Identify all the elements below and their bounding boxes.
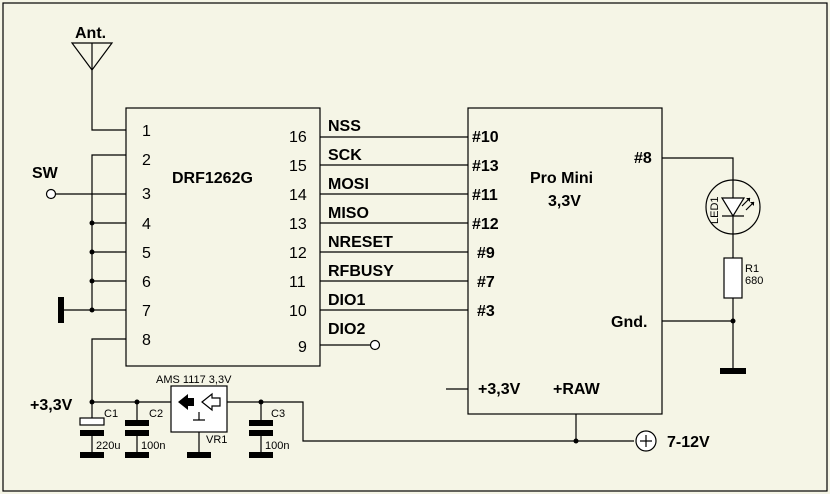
signal-wires <box>320 136 468 351</box>
promini-pin-11: #11 <box>472 187 498 204</box>
promini-pin-raw: +RAW <box>553 381 601 398</box>
signal-rfbusy: RFBUSY <box>328 263 394 280</box>
signal-miso: MISO <box>328 205 369 222</box>
drf-pin-12: 12 <box>289 245 307 262</box>
promini-box <box>467 107 663 415</box>
resistor-r1 <box>723 257 743 299</box>
drf-pin-4: 4 <box>142 216 151 233</box>
drf-pin-1: 1 <box>142 123 151 140</box>
drf-module-name: DRF1262G <box>172 170 253 187</box>
promini-pin-8: #8 <box>634 150 652 167</box>
signal-nss: NSS <box>328 118 361 135</box>
raw-junction <box>573 438 579 444</box>
antenna-symbol <box>70 42 126 131</box>
capacitor-c3-value: 100n <box>265 440 289 452</box>
resistor-ref: R1 <box>745 263 759 275</box>
signal-mosi: MOSI <box>328 176 369 193</box>
capacitor-c2 <box>125 399 149 458</box>
left-ground-bus <box>62 154 126 313</box>
promini-pin-7: #7 <box>477 274 495 291</box>
drf-module-box <box>125 107 321 367</box>
right-ground-symbol <box>720 368 746 374</box>
led-symbol <box>705 178 761 236</box>
signal-sck: SCK <box>328 147 362 164</box>
regulator-label: AMS 1117 3,3V <box>156 374 232 386</box>
drf-pin-13: 13 <box>289 216 307 233</box>
capacitor-c2-value: 100n <box>141 440 165 452</box>
sw-label: SW <box>32 165 59 182</box>
signal-nreset: NRESET <box>328 234 393 251</box>
supply-in-label: 7-12V <box>667 434 710 451</box>
signal-dio2: DIO2 <box>328 321 365 338</box>
promini-pin-3: #3 <box>477 303 495 320</box>
promini-voltage: 3,3V <box>548 193 581 210</box>
antenna-label: Ant. <box>75 25 106 42</box>
signal-dio1: DIO1 <box>328 292 365 309</box>
regulator-vr1 <box>170 385 228 458</box>
drf-pin-15: 15 <box>289 158 307 175</box>
drf-pin-3: 3 <box>142 186 151 203</box>
promini-pin-33v: +3,3V <box>478 381 521 398</box>
promini-pin-10: #10 <box>472 129 499 146</box>
resistor-value: 680 <box>745 275 763 287</box>
led-wire <box>662 157 734 178</box>
promini-pin-12: #12 <box>472 216 499 233</box>
sw-terminal <box>45 188 126 200</box>
drf-pin-7: 7 <box>142 303 151 320</box>
gnd-junction <box>730 318 736 324</box>
promini-pin-13: #13 <box>472 158 499 175</box>
left-ground-symbol <box>58 297 64 323</box>
drf-pin-6: 6 <box>142 274 151 291</box>
promini-pin-gnd: Gnd. <box>611 314 647 331</box>
supply-33v-label: +3,3V <box>30 397 73 414</box>
promini-pin-9: #9 <box>477 245 495 262</box>
regulator-ref: VR1 <box>206 434 227 446</box>
drf-pin-11: 11 <box>289 274 306 291</box>
capacitor-c3-ref: C3 <box>271 408 285 420</box>
capacitor-c2-ref: C2 <box>149 408 163 420</box>
drf-pin-9: 9 <box>298 339 307 356</box>
drf-pin-10: 10 <box>289 303 307 320</box>
supply-in-terminal <box>635 430 657 452</box>
drf-pin-5: 5 <box>142 245 151 262</box>
drf-pin-8: 8 <box>142 332 151 349</box>
pin8-to-supply-wire <box>91 338 126 402</box>
gnd-wire <box>662 298 734 368</box>
drf-pin-2: 2 <box>142 152 151 169</box>
led-ref: LED1 <box>709 196 721 224</box>
capacitor-c1-value: 220u <box>96 440 120 452</box>
capacitor-c1 <box>79 402 105 458</box>
drf-pin-14: 14 <box>289 187 307 204</box>
promini-name: Pro Mini <box>530 170 593 187</box>
regulator-input-wire <box>227 401 634 442</box>
capacitor-c1-ref: C1 <box>104 408 118 420</box>
drf-pin-16: 16 <box>289 129 307 146</box>
capacitor-c3 <box>249 399 273 458</box>
